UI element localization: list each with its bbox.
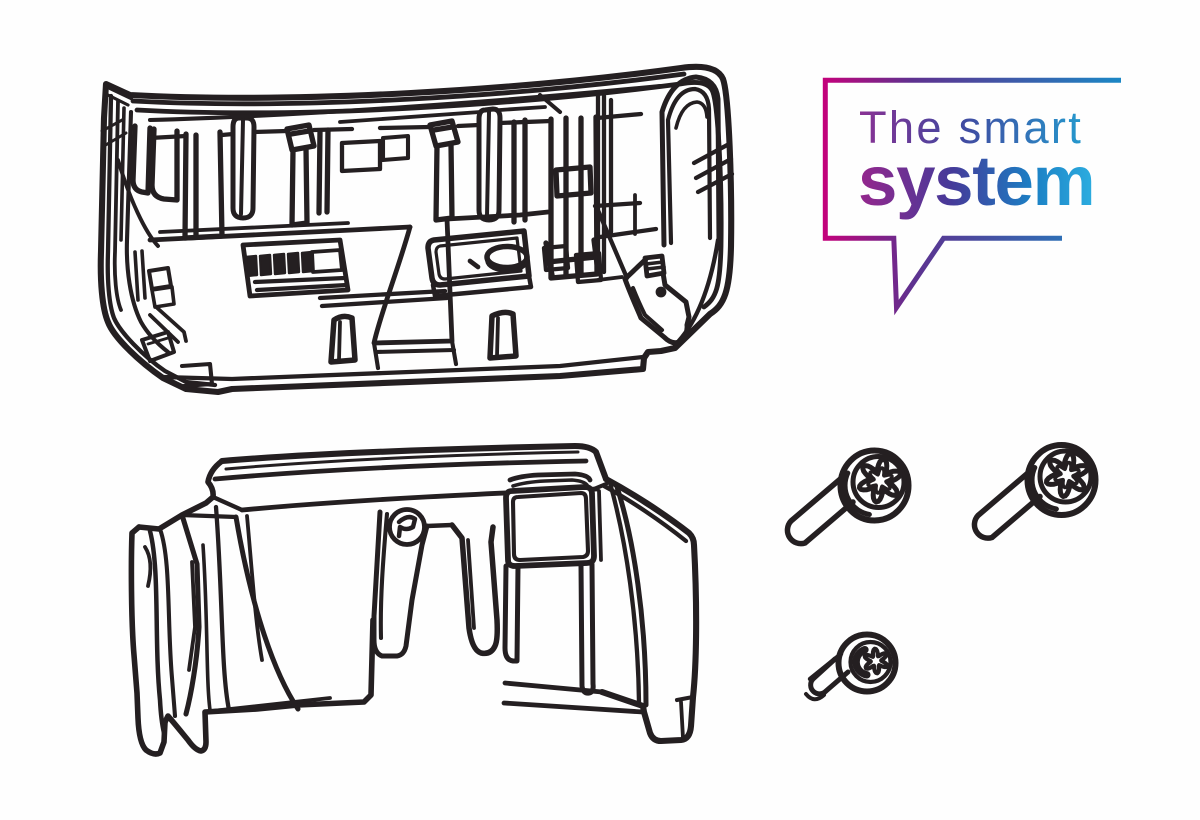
svg-text:system: system bbox=[858, 142, 1094, 221]
svg-text:The smart: The smart bbox=[859, 102, 1083, 153]
